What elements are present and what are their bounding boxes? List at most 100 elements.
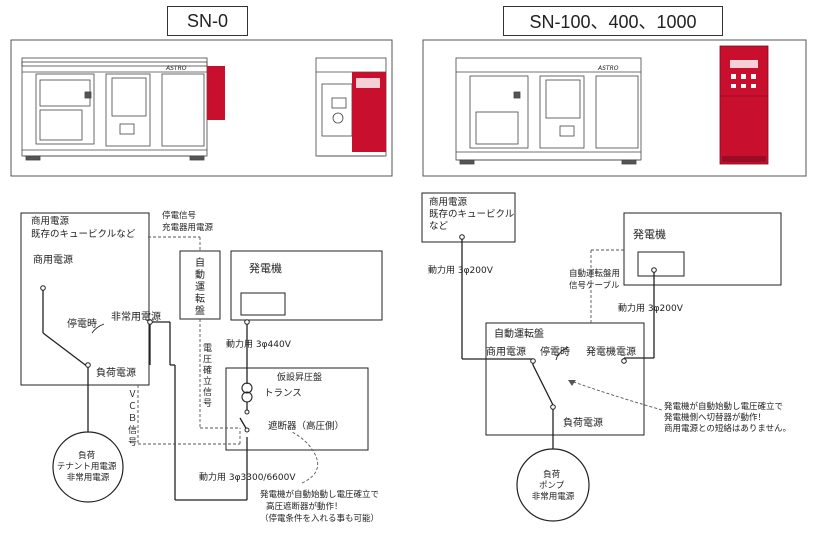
sn0-logo: ASTRO <box>165 65 187 72</box>
sn0-outage-signal-2: 充電器用電源 <box>162 222 214 233</box>
sn100-load-3: 非常用電源 <box>532 491 575 502</box>
sn0-vs-char-6: 号 <box>203 398 212 409</box>
sn100-generator-label: 発電機 <box>633 227 666 241</box>
sn100-utility-note-2: 既存のキュービクル <box>429 208 515 220</box>
sn0-vcb-char-4: 信 <box>128 424 137 436</box>
svg-text:発電機が自動始動し電圧確立で 高圧遮断器が動作！: 発電機が自動始動し電圧確立で 高圧遮断器が動作！ （停電条件を入れる事も可能） <box>260 489 382 524</box>
sn100-utility-note-1: 商用電源 <box>429 196 468 208</box>
sn0-vs-char-3: 確 <box>203 364 212 376</box>
sn0-node-gen <box>244 319 250 325</box>
svg-text:停電信号 充電器用電源: 停電信号 充電器用電源 <box>162 210 214 233</box>
sn0-generator-label: 発電機 <box>249 261 282 275</box>
sn100-logo: ASTRO <box>597 65 619 72</box>
sn0-side-red-display <box>356 78 380 88</box>
sn100-note-1: 発電機が自動始動し電圧確立で <box>664 401 783 412</box>
sn100-arrow-head <box>568 380 576 386</box>
sn0-node-breaker-top <box>244 409 250 415</box>
sn0-node-breaker-bottom <box>244 427 250 433</box>
sn0-utility-box <box>20 212 150 386</box>
sn0-transformer-coil2 <box>241 391 253 403</box>
sn100-gen-power: 発電機電源 <box>586 345 636 358</box>
sn100-auto-cable-2: 信号ケーブル <box>569 280 620 291</box>
sn0-load-power: 負荷電源 <box>96 366 136 379</box>
sn0-generator-inner <box>240 292 286 316</box>
sn100-utility-power: 商用電源 <box>486 345 526 358</box>
title-sn100: SN-100、400、1000 <box>503 6 723 36</box>
sn0-transformer-label: トランス <box>264 388 302 399</box>
sn0-side-panel-red <box>207 66 225 120</box>
title-sn0-text: SN-0 <box>186 10 228 31</box>
sn100-auto-panel-box <box>485 322 645 436</box>
sn0-load-3: 非常用電源 <box>67 472 110 483</box>
sn0-auto-char-1: 自 <box>195 256 205 269</box>
sn0-utility-note-1: 商用電源 <box>31 215 70 227</box>
sn100-dashed-lines <box>567 249 663 411</box>
sn100-load-2: ポンプ <box>539 481 565 491</box>
sn100-utility-note-3: など <box>429 221 449 232</box>
sn0-transformer-coil1 <box>241 382 253 394</box>
sn0-vs-char-5: 信 <box>203 386 212 398</box>
sn100-cabinet-base <box>722 156 766 162</box>
sn0-vcb-char-1: Ｖ <box>128 390 137 400</box>
sn100-generator-box <box>623 212 782 286</box>
svg-text:商用電源 既存のキュービクルなど: 商用電源 既存のキュービクルなど <box>31 215 136 240</box>
sn0-load-circle <box>52 431 124 503</box>
sn0-dashed-lines <box>137 236 318 484</box>
sn0-at-outage: 停電時 <box>67 317 97 330</box>
sn100-generator-drawing <box>455 57 642 165</box>
svg-text:負荷 ポンプ 非常用電源: 負荷 ポンプ 非常用電源 <box>532 469 575 502</box>
sn100-wiring <box>421 192 782 449</box>
sn100-cabinet-indicators <box>731 74 756 88</box>
sn0-utility-note-2: 既存のキュービクルなど <box>31 228 136 240</box>
sn0-auto-char-3: 運 <box>195 281 205 293</box>
sn0-vcb-signal: Ｖ Ｃ Ｂ 信 号 <box>128 390 140 448</box>
sn0-generator-drawing <box>21 57 208 161</box>
svg-text:負荷 テナント用電源 非常用電源: 負荷 テナント用電源 非常用電源 <box>57 450 119 483</box>
sn0-vcb-char-3: Ｂ <box>128 414 137 424</box>
sn0-product-frame <box>10 39 393 177</box>
svg-text:発電機が自動始動し電圧確立で 発電機側へ切替器が動作: 発電機が自動始動し電圧確立で 発電機側へ切替器が動作！ 商用電源との短絡はありま… <box>664 401 791 434</box>
sn0-node-utility-top <box>40 285 46 291</box>
sn0-utility-power: 商用電源 <box>33 253 73 266</box>
sn100-node-load <box>550 404 556 410</box>
svg-text:自動運転盤用 信号ケーブル: 自動運転盤用 信号ケーブル <box>569 268 623 291</box>
sn0-auto-char-4: 転 <box>195 293 205 305</box>
sn100-node-gen <box>621 358 627 364</box>
sn100-auto-cable-1: 自動運転盤用 <box>569 268 620 279</box>
sn100-node-utility <box>530 358 536 364</box>
sn0-emergency-power: 非常用電源 <box>111 310 161 323</box>
sn0-load-2: テナント用電源 <box>57 462 117 472</box>
sn100-generator-inner <box>637 251 685 277</box>
sn0-load-1: 負荷 <box>78 450 96 461</box>
sn0-note-2: 高圧遮断器が動作！ <box>266 501 343 512</box>
sn100-power-200-right: 動力用 3φ200V <box>618 302 684 314</box>
sn0-voltage-signal: 電 圧 確 立 信 号 <box>203 343 215 409</box>
sn0-vs-char-2: 圧 <box>203 354 212 365</box>
sn100-at-outage: 停電時 <box>540 345 570 358</box>
sn100-node-utility-top <box>459 234 465 240</box>
sn0-auto-char-5: 盤 <box>195 304 205 317</box>
title-sn0: SN-0 <box>167 6 248 36</box>
sn0-breaker-label: 遮断器（高圧側） <box>268 420 344 432</box>
sn100-utility-box <box>421 192 516 243</box>
sn0-stepup-label: 仮設昇圧盤 <box>277 371 322 383</box>
title-sn100-text: SN-100、400、1000 <box>529 12 697 32</box>
sn100-load-circle <box>516 448 590 522</box>
sn100-load-1: 負荷 <box>543 469 561 480</box>
sn100-cabinet-display <box>730 60 758 68</box>
sn100-power-200-left: 動力用 3φ200V <box>428 264 494 276</box>
sn0-vcb-char-2: Ｃ <box>128 402 137 412</box>
sn0-node-load <box>85 362 91 368</box>
sn0-outage-signal-1: 停電信号 <box>162 210 196 221</box>
sn100-auto-panel-label: 自動運転盤 <box>494 327 544 340</box>
svg-text:商用電源 既存のキュービクル など: 商用電源 既存のキュービクル など <box>429 196 517 232</box>
sn0-auto-panel-label: 自 動 運 転 盤 <box>195 256 208 317</box>
sn100-note-3: 商用電源との短絡はありません。 <box>664 423 791 434</box>
sn100-load-power: 負荷電源 <box>563 416 603 429</box>
sn0-power-440: 動力用 3φ440V <box>226 338 292 350</box>
sn100-note-2: 発電機側へ切替器が動作！ <box>664 412 766 423</box>
sn0-generator-box <box>230 250 383 321</box>
sn100-node-gen-top <box>651 267 657 273</box>
sn0-note-1: 発電機が自動始動し電圧確立で <box>260 489 379 500</box>
